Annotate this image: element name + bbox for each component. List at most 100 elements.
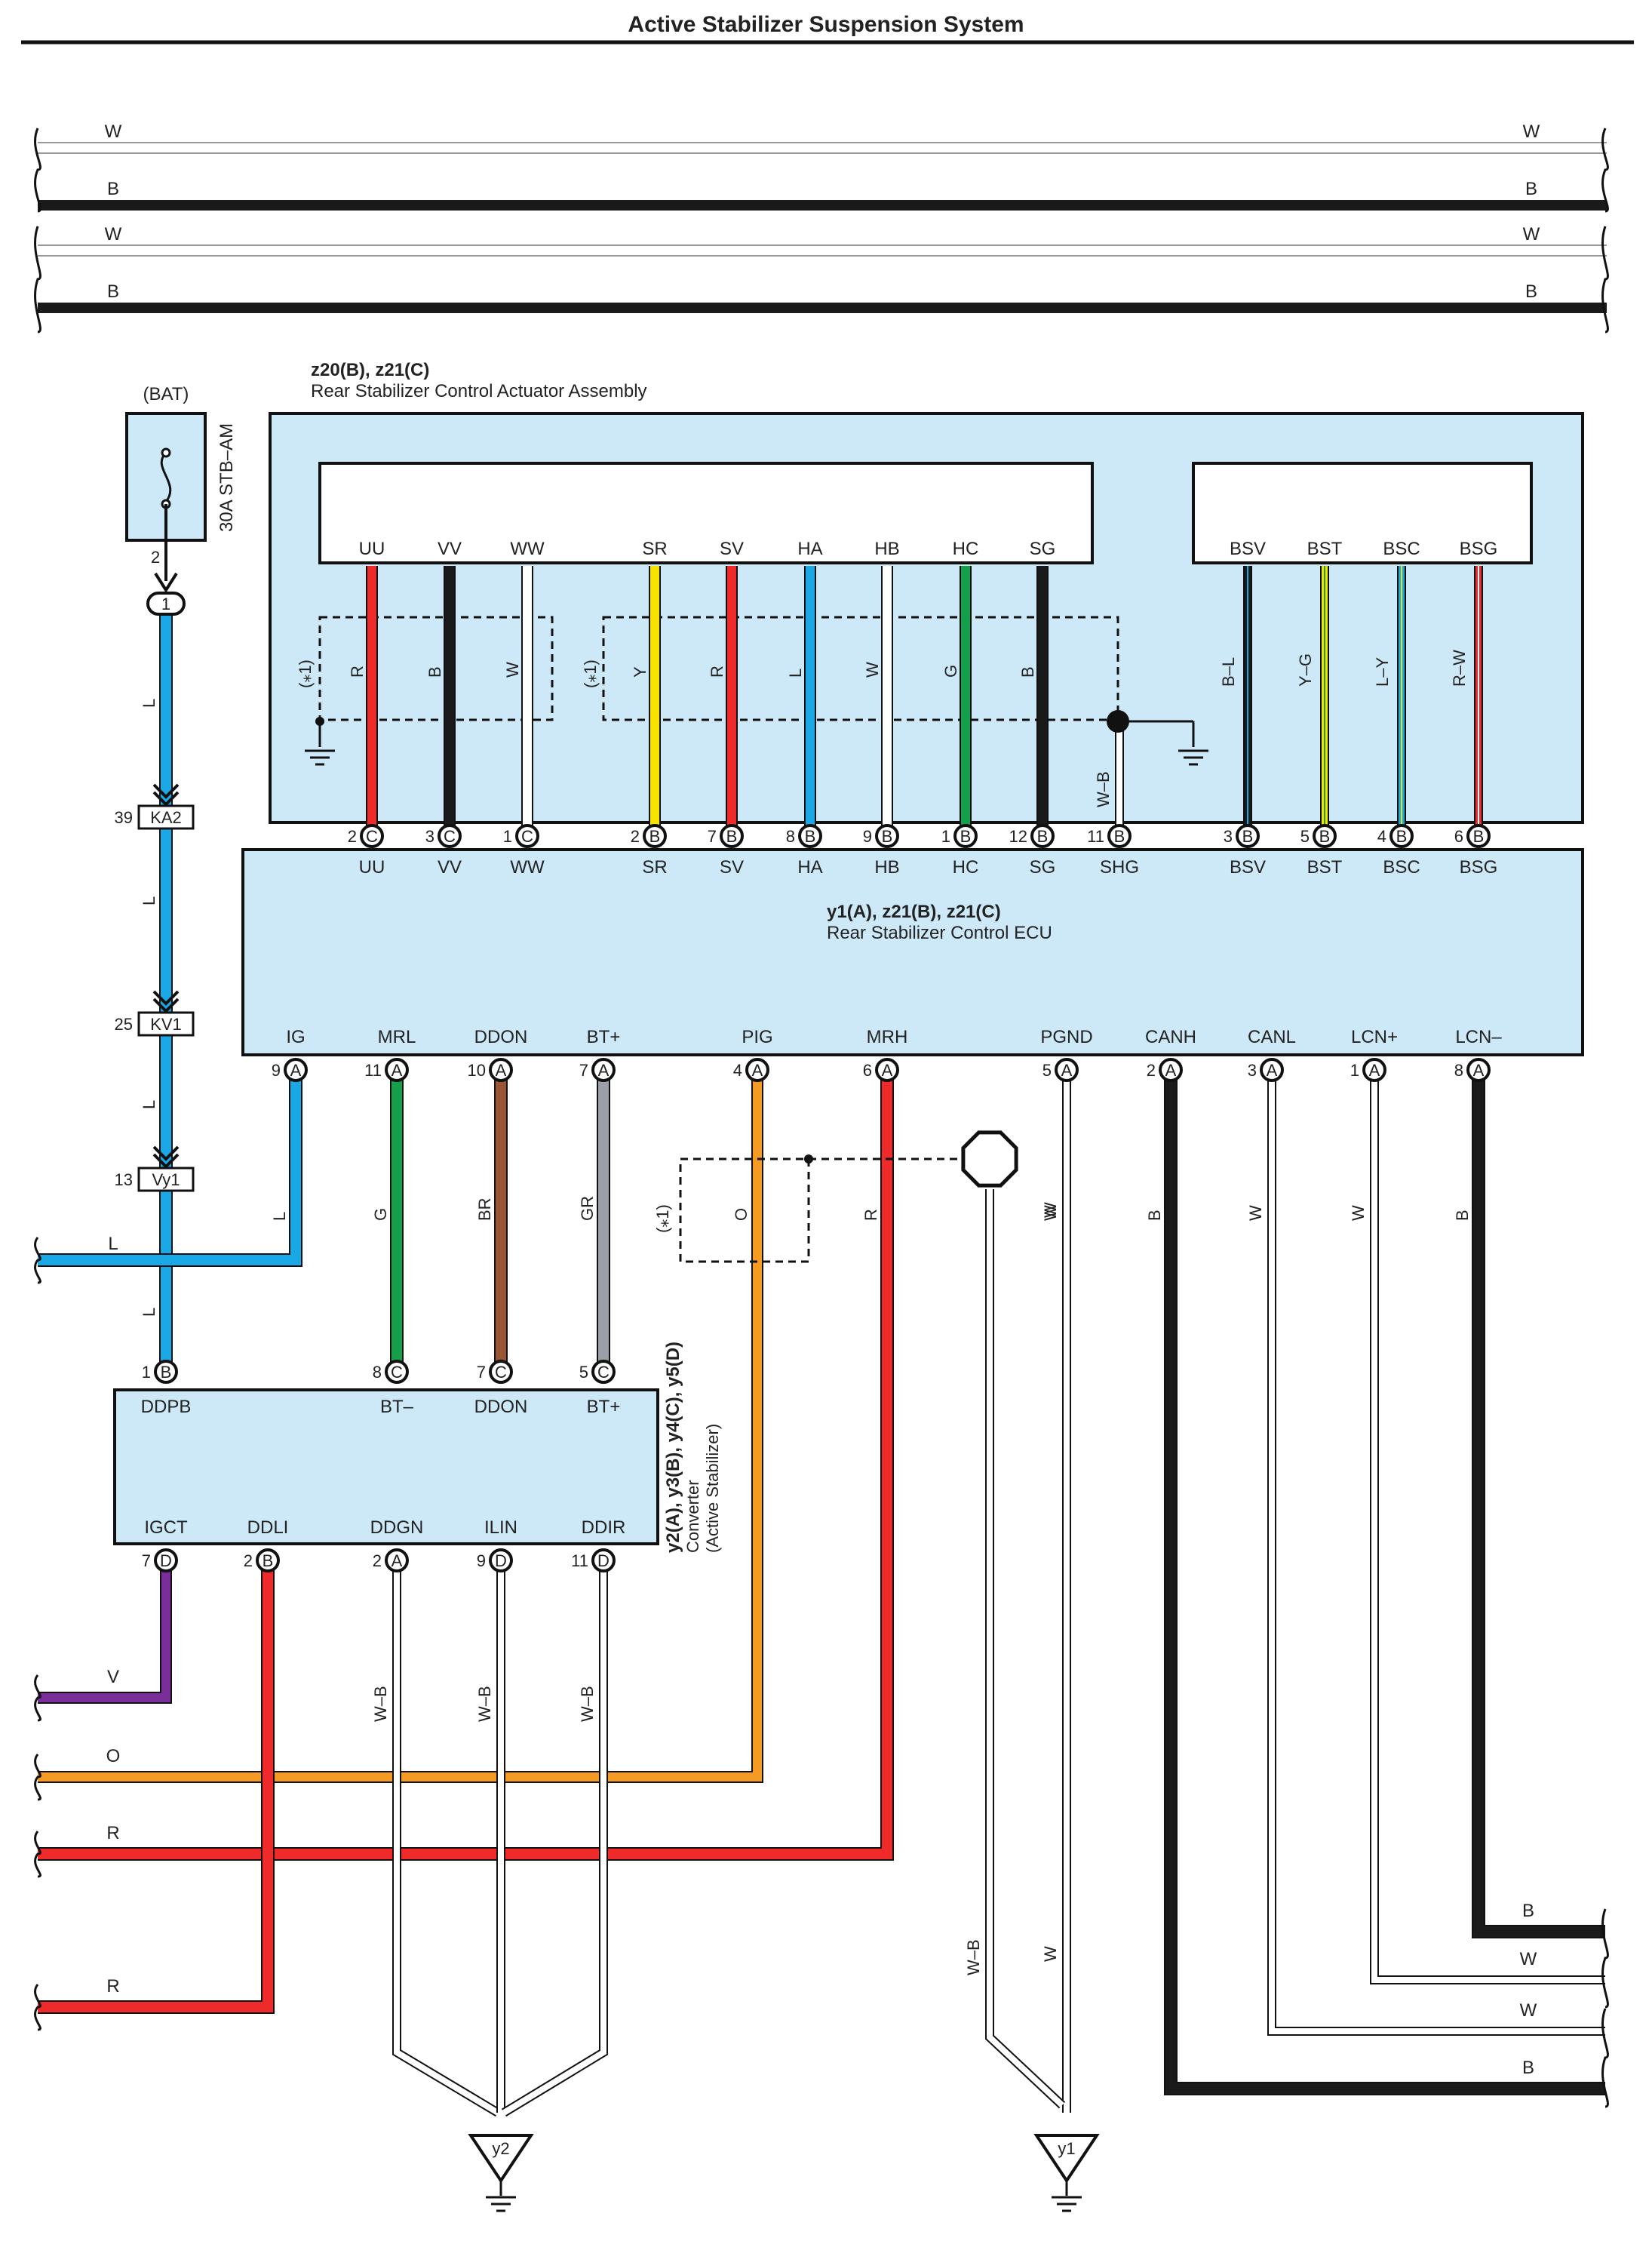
- actuator-pin-pin-number: 1: [941, 827, 950, 846]
- actuator-pin-pin: [1236, 824, 1260, 848]
- ecu-panel: [241, 848, 1584, 1056]
- page-title: Active Stabilizer Suspension System: [628, 12, 1024, 37]
- converter-bottom-pin-pin-letter: B: [263, 1551, 274, 1570]
- ecu-pin-pin-letter: A: [752, 1061, 763, 1080]
- bus-label-left: B: [107, 281, 119, 302]
- actuator-title: z20(B), z21(C): [311, 360, 429, 380]
- inline-connector-name: Vy1: [152, 1170, 180, 1189]
- harness-break-mark: [1601, 2008, 1609, 2108]
- ground-point-label: y1: [1058, 2139, 1075, 2158]
- ddli-wire: [38, 1560, 273, 2012]
- ecu-pin-pin: [745, 1058, 769, 1082]
- ecu-bottom-terminal: DDON: [474, 1027, 528, 1047]
- converter-wire-color: W–B: [475, 1686, 494, 1722]
- converter-bottom-pin-pin: [591, 1548, 616, 1572]
- ecu-pin-pin: [1466, 1058, 1491, 1082]
- ecu-wire-color: B: [1453, 1210, 1472, 1221]
- supply-wire-color: L: [140, 1308, 158, 1317]
- supply-wire-color: L: [140, 699, 158, 708]
- actuator-terminal: SV: [720, 539, 744, 559]
- converter-top-pin-pin-number: 8: [373, 1363, 382, 1382]
- converter-top-pin-pin-letter: C: [597, 1363, 610, 1382]
- ecu-pin-pin-number: 6: [863, 1061, 872, 1080]
- ecu-pin-pin-letter: A: [1165, 1061, 1177, 1080]
- ecu-pin-pin-number: 9: [272, 1061, 281, 1080]
- actuator-pin-pin-letter: B: [1037, 827, 1049, 846]
- converter-bottom-terminal: ILIN: [484, 1517, 517, 1538]
- actuator-terminal: HA: [797, 539, 822, 559]
- ecu-top-terminal: BSG: [1460, 857, 1498, 878]
- ecu-pin-pin-number: 1: [1350, 1061, 1359, 1080]
- actuator-terminal: WW: [510, 539, 545, 559]
- actuator-wire-color: B: [425, 666, 444, 678]
- actuator-pin-pin: [953, 824, 978, 848]
- ecu-bottom-terminal: CANH: [1145, 1027, 1196, 1047]
- actuator-sensor-terminal: BSC: [1383, 539, 1420, 559]
- fuse-pin-label: 2: [151, 548, 160, 567]
- converter-block: y2(A), y3(B), y4(C), y5(D) Converter (Ac…: [113, 1342, 722, 1553]
- left-exit-label: R: [106, 1976, 119, 1997]
- fuse-source-label: (BAT): [143, 384, 189, 404]
- fuse-arrow: [154, 572, 178, 593]
- shield-box-2: [602, 616, 1119, 721]
- harness-break-mark: [34, 1754, 41, 1801]
- sensor-wire-color: R–W: [1450, 650, 1469, 687]
- ecu-bottom-terminal: MRL: [378, 1027, 416, 1047]
- converter-bottom-pin-pin-number: 11: [571, 1551, 588, 1570]
- lcnminus-wire: [1473, 1068, 1605, 1937]
- converter-panel: [113, 1388, 659, 1545]
- actuator-pin-pin-number: 1: [503, 827, 512, 846]
- actuator-pin-pin-letter: B: [1242, 827, 1254, 846]
- ecu-pin-pin-number: 10: [468, 1061, 486, 1080]
- actuator-wire-color: B: [1018, 666, 1037, 678]
- shield-box-1: [318, 616, 554, 721]
- ecu-pin-pin-letter: A: [392, 1061, 403, 1080]
- inline-connector-pin: 25: [115, 1015, 133, 1034]
- ig-exit-label: L: [108, 1234, 118, 1254]
- converter-subtitle: Converter: [683, 1480, 702, 1553]
- sensor-wire-color: B–L: [1219, 657, 1238, 687]
- ecu-bottom-terminal: IG: [286, 1027, 305, 1047]
- harness-break-mark: [34, 1237, 41, 1284]
- ecu-pin-pin: [1260, 1058, 1284, 1082]
- converter-bottom-terminal: DDGN: [370, 1517, 424, 1538]
- actuator-pin-pin-letter: B: [649, 827, 661, 846]
- converter-wire-color: W–B: [371, 1686, 390, 1722]
- ecu-wire-color: L: [270, 1212, 289, 1221]
- actuator-pin-pin: [438, 824, 462, 848]
- actuator-pin-pin-number: 11: [1087, 827, 1104, 846]
- shield-return-wire: [987, 1189, 1064, 2107]
- ecu-pin-pin-number: 5: [1042, 1061, 1052, 1080]
- harness-break-mark: [1601, 226, 1609, 334]
- shield-note-1: (⁎1): [296, 659, 315, 688]
- ground-point-label: y2: [492, 2139, 509, 2158]
- fuse-block: (BAT) 30A STB–AM 2: [125, 384, 237, 567]
- igct-wire-outline: [38, 1560, 172, 1704]
- actuator-terminal: HB: [874, 539, 899, 559]
- bus-label-right: B: [1525, 179, 1537, 199]
- igct-wire: [38, 1560, 170, 1702]
- converter-bottom-pin-pin-letter: A: [392, 1551, 403, 1570]
- actuator-pin-pin-number: 2: [631, 827, 640, 846]
- ecu-wire-color: O: [732, 1208, 751, 1221]
- converter-top-pin-pin: [591, 1360, 616, 1384]
- ddir-wire: [502, 1560, 606, 2116]
- actuator-pin-pin-number: 4: [1377, 827, 1386, 846]
- harness-break-mark: [34, 226, 41, 334]
- actuator-pin-pin: [1466, 824, 1491, 848]
- ecu-wire-color: B: [1145, 1210, 1164, 1221]
- ecu-top-terminal: SG: [1030, 857, 1056, 878]
- actuator-wire-color: L: [786, 669, 805, 678]
- inline-connector-name: KV1: [150, 1015, 182, 1034]
- ecu-pin-pin-number: 8: [1454, 1061, 1463, 1080]
- ecu-top-terminal: SHG: [1100, 857, 1139, 878]
- fuse-icon: [160, 451, 172, 503]
- actuator-assembly: z20(B), z21(C) Rear Stabilizer Control A…: [269, 360, 1584, 824]
- shield-octagon-icon: [961, 1130, 1018, 1188]
- right-exit-label: W: [1520, 1949, 1537, 1969]
- converter-bottom-terminal: IGCT: [144, 1517, 188, 1538]
- actuator-terminal: UU: [359, 539, 385, 559]
- bus-label-left: B: [107, 179, 119, 199]
- actuator-terminal: HC: [953, 539, 979, 559]
